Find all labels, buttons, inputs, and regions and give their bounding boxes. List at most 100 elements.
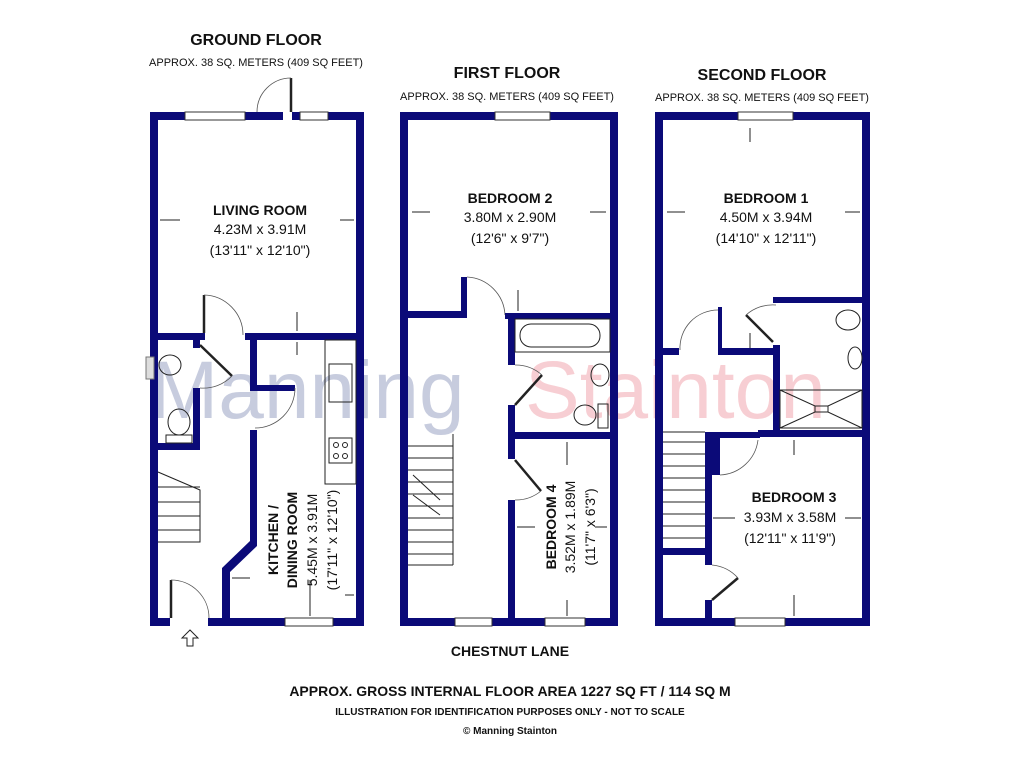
toilet-icon — [573, 404, 597, 426]
living-room-imperial: (13'11" x 12'10") — [210, 242, 311, 258]
second-floor-plan-detail — [711, 577, 739, 601]
second-floor-plan-detail — [745, 314, 774, 343]
wall — [712, 432, 720, 475]
first-floor-plan-detail — [514, 374, 543, 406]
ground-floor-plan-detail — [170, 579, 210, 619]
ground-floor-plan-detail: KITCHEN / DINING ROOM 5.45M x 3.91M (17'… — [265, 490, 340, 591]
first-floor-plan-detail — [517, 442, 607, 616]
bedroom-3-label: BEDROOM 3 — [752, 489, 837, 505]
kitchen-imperial: (17'11" x 12'10") — [324, 490, 340, 591]
first-floor-plan-detail — [514, 459, 542, 492]
stairs-icon — [663, 431, 705, 539]
window — [544, 617, 586, 627]
wall — [610, 112, 618, 626]
watermark-manning: Manning — [150, 345, 465, 436]
stairs-icon — [408, 434, 454, 566]
stairs-icon — [157, 471, 201, 543]
first-floor-plan-detail — [514, 490, 542, 501]
wall — [222, 430, 257, 618]
wall — [705, 600, 712, 620]
bedroom-3-imperial: (12'11" x 11'9") — [744, 530, 836, 546]
wall — [718, 348, 780, 355]
ground-floor-plan: LIVING ROOM 4.23M x 3.91M (13'11" x 12'1… — [145, 77, 364, 647]
bedroom-1-imperial: (14'10" x 12'11") — [716, 230, 817, 246]
ground-floor-plan-detail — [333, 442, 339, 448]
wall — [862, 112, 870, 626]
bedroom-2-imperial: (12'6" x 9'7") — [471, 230, 549, 246]
ground-floor-plan-detail — [342, 453, 348, 459]
wall — [400, 618, 618, 626]
ground-floor-plan-detail — [333, 453, 339, 459]
wall — [150, 443, 200, 450]
stairs-icon-detail — [157, 471, 201, 543]
living-room-metric: 4.23M x 3.91M — [214, 221, 307, 237]
wall — [773, 297, 870, 303]
wall — [150, 333, 205, 340]
wall — [508, 318, 515, 365]
first-floor-title: FIRST FLOOR — [454, 65, 561, 82]
window — [184, 111, 246, 121]
bedroom-3-metric: 3.93M x 3.58M — [744, 509, 837, 525]
living-room-label: LIVING ROOM — [213, 202, 307, 218]
street-name: CHESTNUT LANE — [451, 643, 569, 659]
second-floor-plan-detail — [779, 389, 863, 429]
second-floor-plan-detail — [667, 128, 861, 616]
wall — [400, 311, 467, 318]
wall — [505, 313, 618, 319]
wall — [655, 112, 663, 626]
bedroom-2-label: BEDROOM 2 — [468, 190, 553, 206]
bedroom-4-metric: 3.52M x 1.89M — [562, 481, 578, 574]
first-floor-plan-detail — [412, 211, 606, 311]
wall — [400, 112, 408, 626]
window — [494, 111, 551, 121]
wall — [758, 430, 870, 437]
wall — [773, 345, 780, 437]
kitchen-worktop — [324, 339, 357, 485]
stairs-icon-detail — [663, 441, 705, 539]
wall — [655, 348, 679, 355]
window — [299, 111, 329, 121]
first-floor-plan-detail — [597, 403, 609, 429]
window — [454, 617, 493, 627]
wc-window — [145, 356, 155, 380]
sink-icon — [328, 363, 353, 403]
wall — [193, 340, 200, 348]
wall — [508, 439, 515, 459]
second-floor-title: SECOND FLOOR — [698, 67, 827, 84]
stairs-icon-detail — [408, 457, 453, 566]
ground-floor-area: APPROX. 38 SQ. METERS (409 SQ FEET) — [149, 57, 363, 69]
hob-icon — [328, 437, 353, 464]
wall — [655, 548, 712, 555]
ground-floor-plan-detail — [199, 375, 233, 389]
basin-icon — [590, 363, 610, 387]
ground-floor-plan-detail — [203, 294, 244, 336]
stairs-icon-detail — [158, 486, 200, 531]
first-floor-plan-detail: BEDROOM 4 3.52M x 1.89M (11'7" x 6'3") — [543, 481, 598, 574]
wall — [712, 432, 760, 438]
ground-floor-plan-detail — [256, 77, 292, 113]
basin-icon — [847, 346, 863, 370]
window — [737, 111, 794, 121]
window — [284, 617, 334, 627]
bath-icon — [514, 318, 611, 353]
first-floor-plan: BEDROOM 2 3.80M x 2.90M (12'6" x 9'7") B… — [400, 111, 618, 627]
ground-floor-plan-detail — [254, 387, 296, 429]
wall — [250, 385, 295, 391]
gross-area: APPROX. GROSS INTERNAL FLOOR AREA 1227 S… — [289, 683, 730, 699]
ground-floor-plan-detail — [342, 442, 348, 448]
kitchen-label-line1: KITCHEN / — [265, 505, 281, 575]
wall — [150, 618, 170, 626]
first-floor-plan-detail — [519, 323, 601, 348]
copyright: © Manning Stainton — [463, 726, 557, 737]
shower-icon — [779, 389, 863, 429]
wall — [250, 340, 257, 390]
second-floor-plan-detail — [745, 304, 777, 316]
first-floor-plan-detail — [466, 276, 506, 316]
kitchen-label-line2: DINING ROOM — [284, 492, 300, 588]
first-floor-plan-detail — [514, 364, 543, 376]
wall — [245, 333, 364, 340]
stairs-icon-detail — [408, 434, 454, 565]
wall — [718, 307, 722, 352]
ground-floor-plan-detail — [160, 219, 354, 616]
